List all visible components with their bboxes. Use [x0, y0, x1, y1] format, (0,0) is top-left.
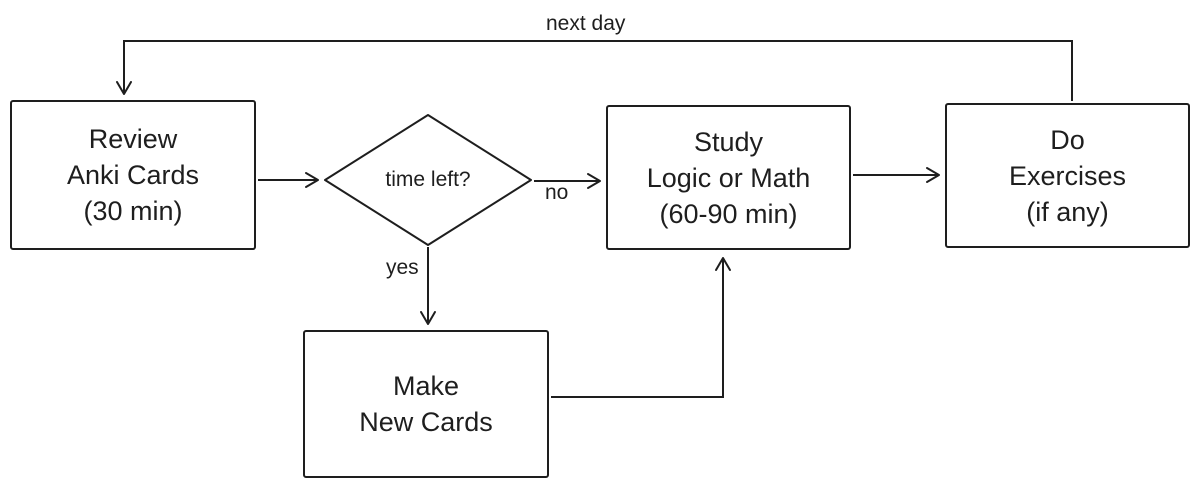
decision-diamond-shape [324, 114, 532, 246]
arrow-exercises-to-review-next-day [116, 40, 1073, 101]
node-text-line: Logic or Math [646, 162, 811, 193]
node-text-line: (60-90 min) [659, 198, 798, 229]
node-text-line: Anki Cards [66, 160, 200, 190]
node-time-left-decision-label: time left? [385, 168, 471, 191]
node-make-new-cards-label: Make New Cards [359, 368, 493, 440]
edge-label-next-day: next day [546, 12, 626, 35]
node-text-line: Make [392, 371, 459, 401]
node-do-exercises-label: Do Exercises (if any) [1009, 122, 1126, 230]
node-text-line: (30 min) [83, 196, 183, 226]
node-text-line: Review [88, 124, 178, 154]
node-review-anki-cards-label: Review Anki Cards (30 min) [67, 121, 199, 229]
node-study-logic-or-math-label: Study Logic or Math (60-90 min) [647, 124, 811, 232]
node-text-line: (if any) [1026, 196, 1109, 227]
edge-label-no: no [545, 181, 569, 204]
arrow-make-cards-to-study [551, 257, 731, 398]
node-make-new-cards: Make New Cards [303, 330, 549, 478]
node-review-anki-cards: Review Anki Cards (30 min) [10, 100, 256, 250]
node-study-logic-or-math: Study Logic or Math (60-90 min) [606, 105, 851, 250]
edge-label-yes: yes [386, 256, 419, 279]
node-do-exercises: Do Exercises (if any) [945, 103, 1190, 248]
node-text-line: Do [1050, 124, 1085, 155]
node-text-line: Study [693, 126, 764, 157]
node-text-line: New Cards [359, 407, 493, 437]
node-text-line: Exercises [1008, 160, 1127, 191]
